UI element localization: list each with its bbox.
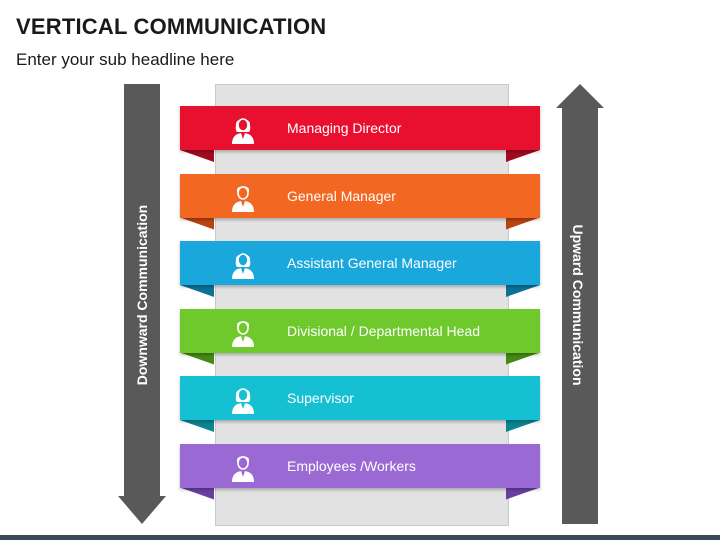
- ribbon-fold-right: [506, 487, 540, 500]
- female-person-icon: [230, 249, 256, 279]
- ribbon-fold-right: [506, 420, 540, 432]
- hierarchy-level-band: Supervisor: [180, 376, 540, 420]
- ribbon-fold-left: [180, 352, 214, 365]
- ribbon-fold-left: [180, 487, 214, 500]
- hierarchy-level-band: Assistant General Manager: [180, 241, 540, 285]
- ribbon-fold-left: [180, 285, 214, 297]
- hierarchy-level-label: Assistant General Manager: [287, 255, 457, 271]
- hierarchy-level-band: Employees /Workers: [180, 443, 540, 488]
- upward-arrow: [556, 84, 604, 524]
- female-person-icon: [230, 384, 256, 414]
- ribbon-fold-right: [506, 150, 540, 162]
- hierarchy-level-band: Managing Director: [180, 106, 540, 150]
- male-person-icon: [230, 317, 256, 347]
- hierarchy-level-label: Divisional / Departmental Head: [287, 322, 480, 339]
- hierarchy-level-label: Employees /Workers: [287, 457, 416, 474]
- hierarchy-level-label: General Manager: [287, 187, 396, 204]
- ribbon-folds: [180, 150, 540, 500]
- female-person-icon: [230, 114, 256, 144]
- ribbon-fold-right: [506, 285, 540, 297]
- downward-arrow: [118, 84, 166, 524]
- page-title: VERTICAL COMMUNICATION: [16, 14, 327, 39]
- bottom-accent-bar: [0, 535, 720, 540]
- male-person-icon: [230, 452, 256, 482]
- male-person-icon: [230, 182, 256, 212]
- hierarchy-level-label: Managing Director: [287, 120, 402, 136]
- ribbon-fold-left: [180, 217, 214, 230]
- hierarchy-level-band: General Manager: [180, 173, 540, 218]
- hierarchy-level-label: Supervisor: [287, 390, 354, 406]
- ribbon-fold-right: [506, 352, 540, 365]
- hierarchy-level-band: Divisional / Departmental Head: [180, 308, 540, 353]
- ribbon-fold-right: [506, 217, 540, 230]
- page-subtitle: Enter your sub headline here: [16, 50, 235, 69]
- ribbon-fold-left: [180, 150, 214, 162]
- downward-communication-label: Downward Communication: [134, 204, 150, 386]
- upward-communication-label: Upward Communication: [570, 224, 586, 386]
- ribbon-fold-left: [180, 420, 214, 432]
